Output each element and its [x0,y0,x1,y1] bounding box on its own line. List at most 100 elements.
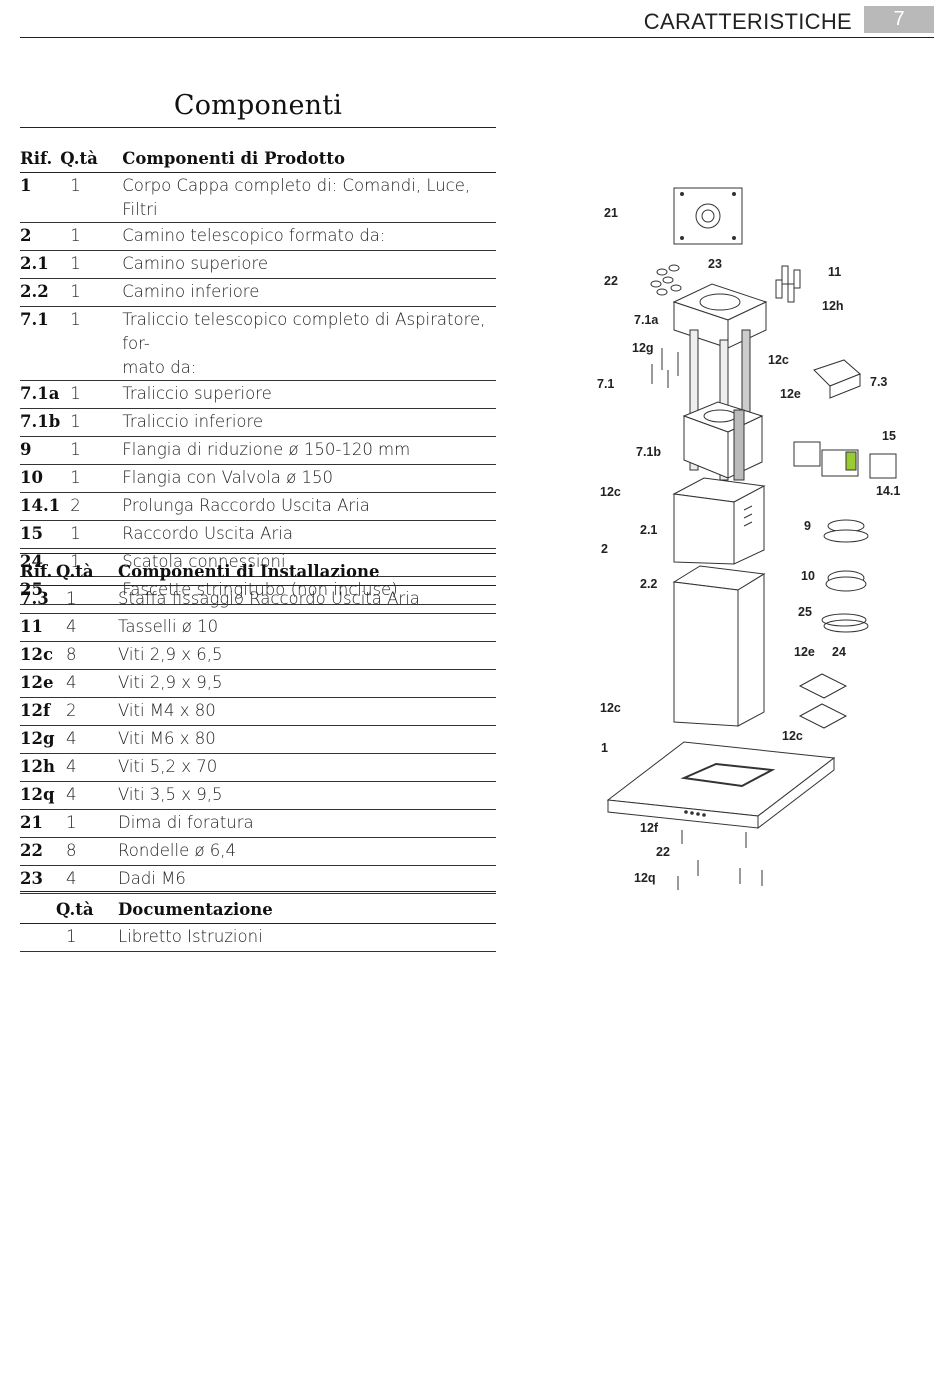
row-desc-text: Libretto Istruzioni [118,927,263,946]
row-qty: 8 [56,837,118,866]
row-desc-text: Viti 3,5 x 9,5 [118,785,223,804]
table-header-row: Rif. Q.tà Componenti di Prodotto [20,146,496,173]
label-23: 23 [708,257,722,271]
row-desc-text: Prolunga Raccordo Uscita Aria [122,496,370,515]
row-desc-text: Flangia di riduzione ø 150-120 mm [122,440,411,459]
label-15: 15 [882,429,896,443]
row-desc: Viti 2,9 x 9,5 [118,669,496,698]
label-12f: 12f [640,821,659,835]
header-qty: Q.tà [56,559,118,586]
table-header-row: Rif. Q.tà Componenti di Installazione [20,559,496,586]
title-divider [20,127,496,128]
label-12c: 12c [600,701,621,715]
row-desc: Viti 2,9 x 6,5 [118,641,496,670]
label-7-1a: 7.1a [634,313,659,327]
row-desc: Libretto Istruzioni [118,923,496,952]
row-qty: 4 [56,725,118,754]
row-desc: Dima di foratura [118,809,496,838]
row-desc-text: Tasselli ø 10 [118,617,219,636]
label-25: 25 [798,605,812,619]
label-22: 22 [656,845,670,859]
row-desc-text: Viti M4 x 80 [118,701,216,720]
row-ref: 2.1 [20,250,61,279]
row-desc-text: Corpo Cappa completo di: Comandi, Luce, … [122,176,471,219]
row-qty: 1 [60,250,123,279]
row-qty: 2 [60,492,123,521]
upper-chimney-2-1 [672,477,766,565]
page-number: 7 [864,6,934,33]
page-title: Componenti [173,90,343,121]
drilling-template-21 [673,187,743,245]
row-desc-text: Camino superiore [122,254,269,273]
header-desc: Componenti di Prodotto [122,146,496,173]
row-desc: Flangia con Valvola ø 150 [122,464,496,493]
row-desc-text: Camino telescopico formato da: [122,226,386,245]
row-qty: 1 [60,408,123,437]
hose-clamps-25 [821,613,869,633]
row-desc-text: Dima di foratura [118,813,254,832]
row-qty: 1 [60,222,123,251]
air-outlet-15 [793,441,897,479]
row-desc: Flangia di riduzione ø 150-120 mm [122,436,496,465]
row-qty: 1 [60,278,123,307]
page-header: CARATTERISTICHE 7 [20,0,934,38]
screws-bottom [677,830,763,890]
header-qty: Q.tà [60,146,123,173]
row-desc: Viti M6 x 80 [118,725,496,754]
row-ref [20,923,56,952]
label-12g: 12g [632,341,654,355]
row-ref: 2.2 [20,278,61,307]
row-ref: 1 [20,172,61,223]
row-desc: Prolunga Raccordo Uscita Aria [122,492,496,521]
row-qty: 1 [60,464,123,493]
label-9: 9 [804,519,811,533]
section-divider [20,553,496,554]
row-ref: 7.1b [20,408,61,437]
row-desc-text: Viti 5,2 x 70 [118,757,218,776]
row-ref: 7.3 [20,585,56,614]
row-desc-text: Viti 2,9 x 6,5 [118,645,223,664]
junction-box-24 [798,673,848,729]
row-ref: 9 [20,436,61,465]
row-ref: 12c [20,641,56,670]
row-desc: Staffa fissaggio Raccordo Uscita Aria [118,585,496,614]
label-7-1: 7.1 [597,377,614,391]
row-ref: 2 [20,222,61,251]
header-ref: Rif. [20,146,61,173]
row-desc: Traliccio superiore [122,380,496,409]
row-desc-text: Dadi M6 [118,869,186,888]
label-1: 1 [601,741,608,755]
label-7-1b: 7.1b [636,445,661,459]
label-12e: 12e [794,645,815,659]
label-12e: 12e [780,387,801,401]
label-2-1: 2.1 [640,523,657,537]
row-qty: 1 [60,172,123,223]
row-desc: Traliccio telescopico completo di Aspira… [122,306,496,381]
row-desc-text: Viti M6 x 80 [118,729,216,748]
label-12h: 12h [822,299,844,313]
row-desc: Viti 3,5 x 9,5 [118,781,496,810]
installation-components-table: Rif. Q.tà Componenti di Installazione 7.… [20,559,496,894]
row-desc: Traliccio inferiore [122,408,496,437]
section-divider [20,891,496,892]
header-desc: Documentazione [118,897,496,924]
row-qty: 8 [56,641,118,670]
label-12c: 12c [782,729,803,743]
row-ref: 21 [20,809,56,838]
row-qty: 4 [56,781,118,810]
label-12c: 12c [768,353,789,367]
row-desc: Corpo Cappa completo di: Comandi, Luce, … [122,172,496,223]
